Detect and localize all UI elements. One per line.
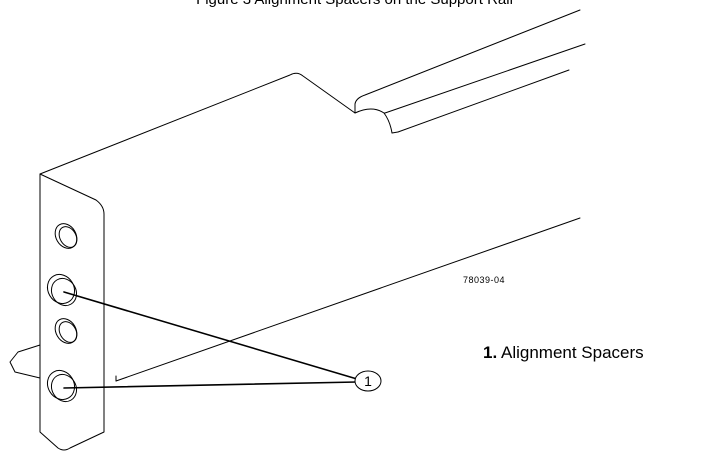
rail-bottom-edge xyxy=(115,217,581,382)
rail-body xyxy=(39,9,586,382)
flange-outline xyxy=(39,173,105,451)
legend-item: 1. Alignment Spacers xyxy=(483,343,644,363)
leader-line-bottom xyxy=(63,381,358,389)
flange-side-tab xyxy=(9,344,41,379)
hole-top xyxy=(54,223,78,249)
callout-circle xyxy=(354,370,382,392)
alignment-spacer-bottom xyxy=(46,369,78,403)
callout-number: 1 xyxy=(364,373,372,389)
legend-item-number: 1. xyxy=(483,343,498,362)
figure-title: Figure 3 Alignment Spacers on the Suppor… xyxy=(0,0,709,8)
rail-groove-end xyxy=(354,108,399,134)
front-flange xyxy=(9,173,105,451)
rail-groove-bottom xyxy=(397,69,570,133)
legend-item-label: Alignment Spacers xyxy=(500,343,644,362)
flange-holes xyxy=(46,223,78,403)
part-number: 78039-04 xyxy=(463,275,505,285)
hole-middle xyxy=(54,318,78,344)
callout-leaders xyxy=(63,291,358,389)
rail-upper-edge xyxy=(354,9,581,114)
leader-line-top xyxy=(63,291,358,380)
rail-top-edge xyxy=(39,72,356,175)
alignment-spacer-top xyxy=(46,273,78,307)
rail-groove-top xyxy=(384,43,586,114)
